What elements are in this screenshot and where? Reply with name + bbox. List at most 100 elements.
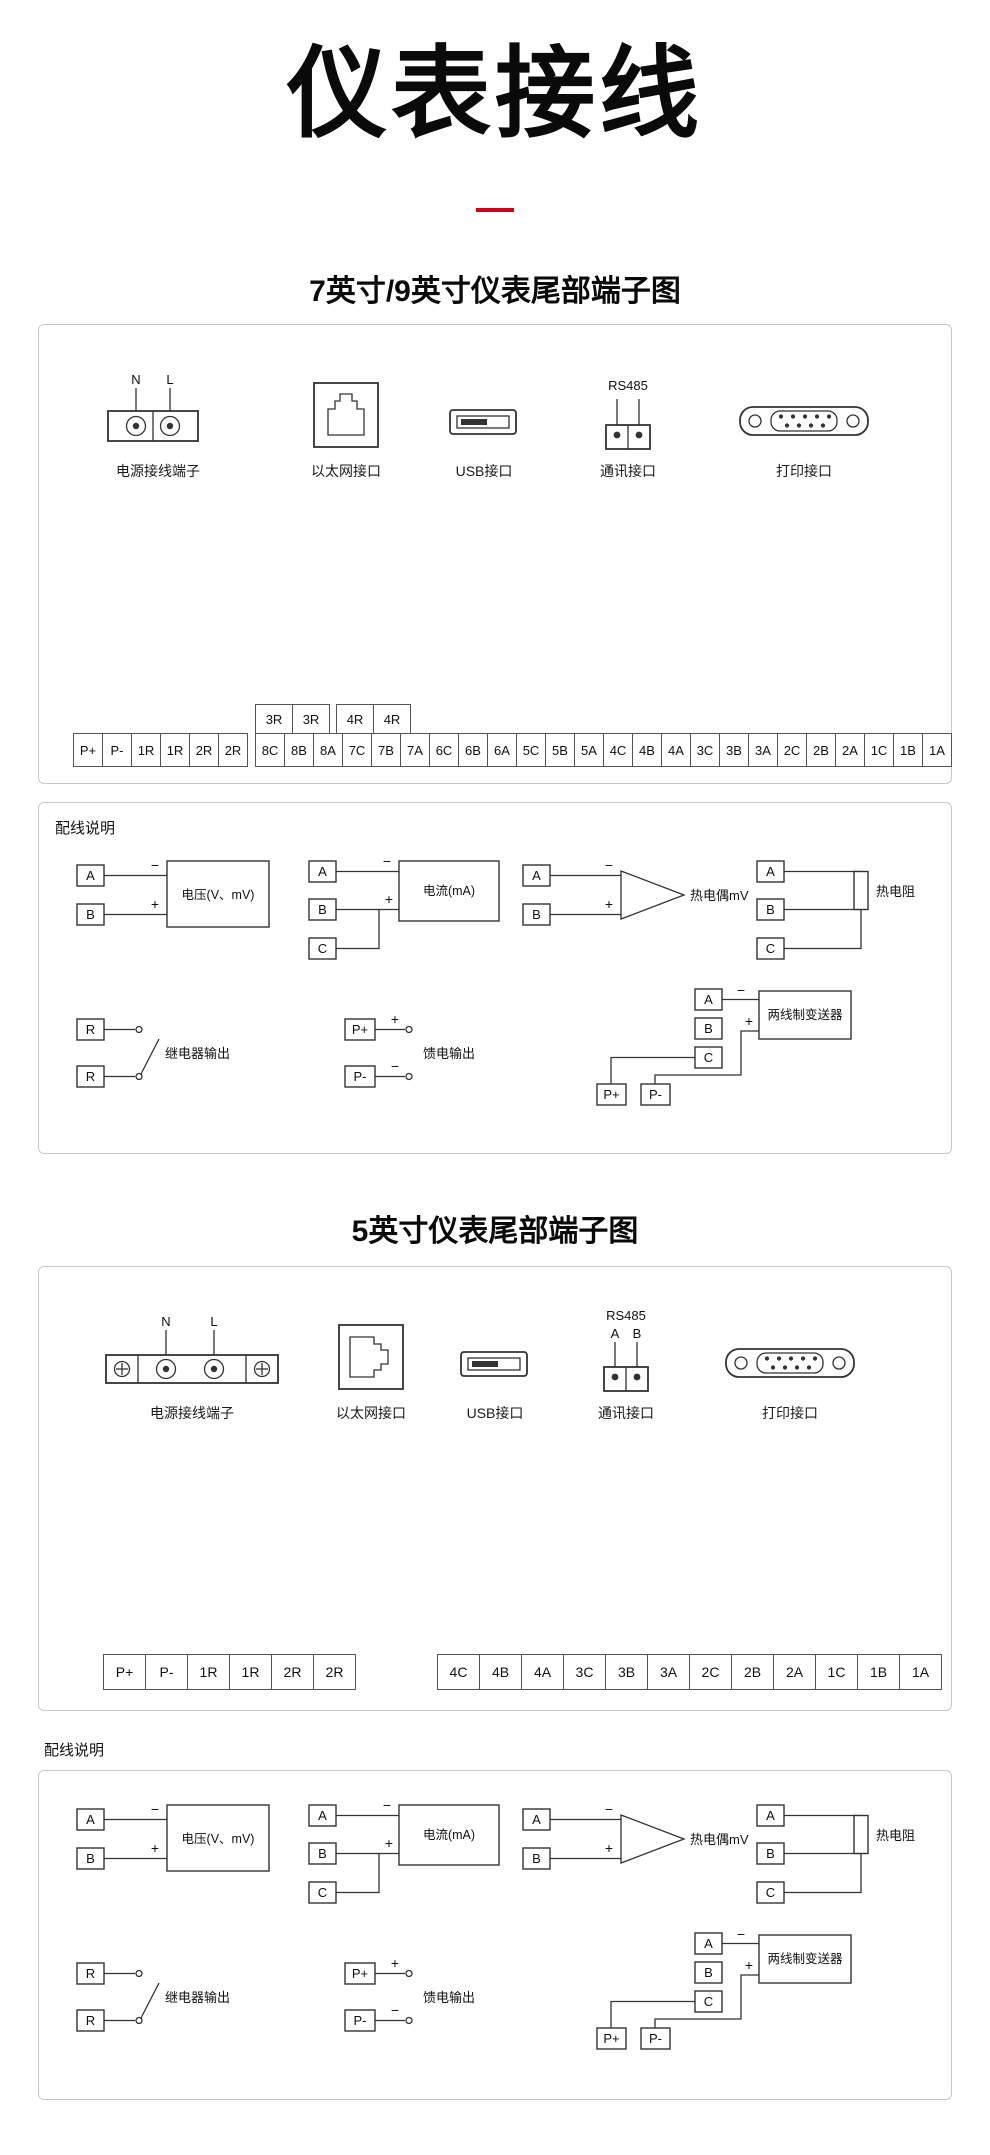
db9-port-icon — [724, 351, 884, 455]
resistor-symbol — [853, 870, 869, 911]
terminal-r2: R — [86, 1069, 95, 1084]
terminal-p-minus: P- — [649, 1087, 662, 1102]
minus-sign: − — [605, 857, 613, 873]
accent-divider — [476, 208, 514, 212]
ethernet-connector-label: 以太网接口 — [311, 463, 381, 479]
transmitter-box — [758, 1934, 852, 1984]
terminal-cell: 4A — [521, 1654, 564, 1690]
terminal-cell: 6A — [487, 733, 517, 767]
terminal-c: C — [766, 941, 775, 956]
rtd-label: 热电阻 — [876, 884, 915, 899]
terminal-b: B — [318, 1846, 327, 1861]
ethernet-port-icon — [321, 1293, 421, 1397]
terminal-cell: 7B — [371, 733, 401, 767]
current-box — [398, 860, 500, 922]
wiring-panel-5: A B − + 电压(V、mV) A B C − + 电流(mA) — [38, 1770, 952, 2100]
terminal-cell: 4B — [479, 1654, 522, 1690]
terminal-cell: P- — [145, 1654, 188, 1690]
usb-port-icon — [445, 1293, 545, 1397]
terminal-p-plus: P+ — [603, 1087, 619, 1102]
plus-sign: + — [151, 896, 159, 912]
thermocouple-arrow — [620, 870, 686, 920]
terminal-cell: 3A — [647, 1654, 690, 1690]
thermocouple-diagram: A B − + 热电偶mV — [522, 1801, 749, 1870]
terminal-b: B — [766, 1846, 775, 1861]
section-5-heading: 5英寸仪表尾部端子图 — [351, 1215, 639, 1248]
terminal-p-minus: P- — [649, 2031, 662, 2046]
terminal-p-plus: P+ — [352, 1022, 368, 1037]
terminal-cell: 6C — [429, 733, 459, 767]
feed-label: 馈电输出 — [423, 1046, 475, 1061]
terminal-a: A — [704, 1936, 713, 1951]
section-7-heading: 7英寸/9英寸仪表尾部端子图 — [309, 275, 681, 308]
terminal-a: A — [704, 992, 713, 1007]
minus-sign: − — [391, 2002, 399, 2018]
thermocouple-label: 热电偶mV — [690, 888, 749, 903]
terminal-cell: P- — [102, 733, 132, 767]
terminal-cell: 2R — [189, 733, 219, 767]
thermocouple-arrow — [620, 1814, 686, 1864]
terminal-cell: 8B — [284, 733, 314, 767]
thermocouple-label: 热电偶mV — [690, 1832, 749, 1847]
ethernet-connector: 以太网接口 — [296, 351, 396, 481]
thermocouple-diagram: A B − + 热电偶mV — [522, 857, 749, 926]
power-terminal-icon: N L — [88, 351, 228, 455]
terminal-cell: 3C — [690, 733, 720, 767]
usb-connector-label: USB接口 — [466, 1405, 524, 1421]
power-connector: N L 电源接线端子 — [88, 351, 228, 481]
page: 仪表接线 7英寸/9英寸仪表尾部端子图 N L 电源接线端子 — [38, 38, 952, 2100]
rs485-pin-b-label: B — [633, 1326, 642, 1341]
wiring-diagrams: A B − + 电压(V、mV) A B C − + 电流(mA) — [39, 1747, 951, 2099]
terminal-c: C — [318, 941, 327, 956]
transmitter-box — [758, 990, 852, 1040]
transmitter-label: 两线制变送器 — [767, 1951, 843, 1966]
terminal-a: A — [318, 864, 327, 879]
usb-port-icon — [434, 351, 534, 455]
transmitter-diagram: A B C P+ P- 两线制变送器 − + — [596, 982, 852, 1106]
terminal-cell: 7C — [342, 733, 372, 767]
terminal-p-minus: P- — [354, 2013, 367, 2028]
terminal-cell: 3B — [605, 1654, 648, 1690]
feed-diagram: P+ P- + − 馈电输出 — [344, 1955, 475, 2032]
power-pin-l-label: L — [210, 1314, 217, 1329]
terminal-r1: R — [86, 1966, 95, 1981]
minus-sign: − — [737, 1926, 745, 1942]
terminal-a: A — [86, 1812, 95, 1827]
switch-symbol — [135, 1969, 160, 2025]
power-terminal-icon: N L — [97, 1293, 287, 1397]
terminal-cell: 2R — [218, 733, 248, 767]
terminal-b: B — [318, 902, 327, 917]
rtd-diagram: A B C 热电阻 — [756, 1804, 915, 1904]
terminal-cell: 1B — [893, 733, 923, 767]
transmitter-wires — [610, 1942, 759, 2028]
terminal-cell: 4B — [632, 733, 662, 767]
minus-sign: − — [383, 853, 391, 869]
minus-sign: − — [151, 1801, 159, 1817]
printer-connector: 打印接口 — [710, 1293, 870, 1423]
terminal-cell: 5A — [574, 733, 604, 767]
plus-sign: + — [605, 896, 613, 912]
terminal-cell: 3R — [292, 704, 330, 734]
terminal-cell: 1R — [160, 733, 190, 767]
terminal-cell: P+ — [103, 1654, 146, 1690]
ethernet-port-icon — [296, 351, 396, 455]
wiring-heading: 配线说明 — [55, 820, 116, 837]
terminal-cell: 3R — [255, 704, 293, 734]
terminal-panel-7inch: N L 电源接线端子 — [38, 324, 952, 784]
page-title: 仪表接线 — [287, 38, 703, 150]
rs485-title: RS485 — [608, 378, 648, 393]
relay-diagram: R R 继电器输出 — [76, 1018, 230, 1088]
rs485-connector-label: 通讯接口 — [598, 1405, 654, 1421]
terminal-c: C — [704, 1050, 713, 1065]
plus-sign: + — [391, 1011, 399, 1027]
transmitter-label: 两线制变送器 — [767, 1007, 843, 1022]
plus-sign: + — [745, 1957, 753, 1973]
terminal-a: A — [532, 1812, 541, 1827]
minus-sign: − — [737, 982, 745, 998]
terminal-cell: 1C — [864, 733, 894, 767]
power-pin-n-label: N — [161, 1314, 170, 1329]
terminal-cell: 4A — [661, 733, 691, 767]
rs485-connector: RS485 通讯接口 — [578, 351, 678, 481]
